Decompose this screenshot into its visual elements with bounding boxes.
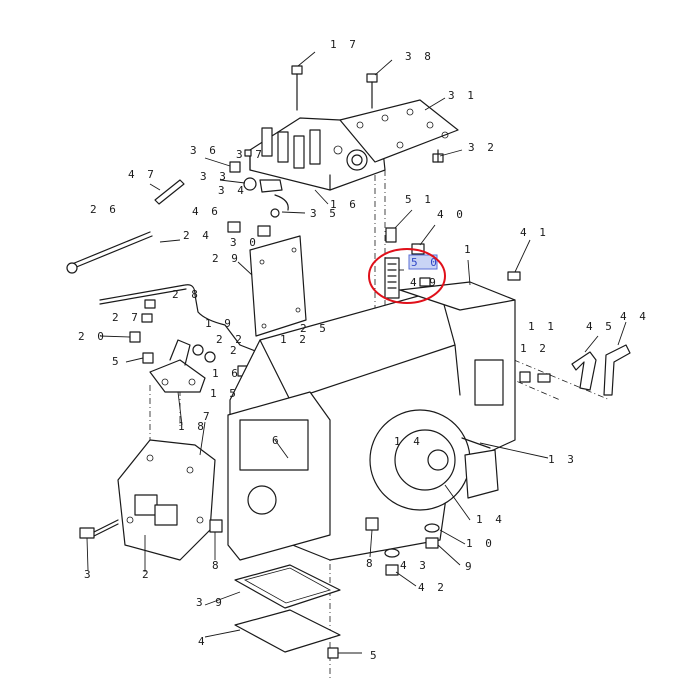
- callout-5b: 5: [370, 649, 380, 662]
- callout-34: 3 4: [218, 184, 247, 197]
- callout-33: 3 3: [200, 170, 229, 183]
- callout-3: 3: [84, 568, 94, 581]
- pipe-fittings: [129, 299, 156, 343]
- callout-8b: 8: [366, 557, 376, 570]
- callout-27: 2 7: [112, 311, 141, 324]
- callout-14a: 1 4: [394, 435, 423, 448]
- drain-plug-parts: [384, 523, 440, 576]
- callout-16: 1 6: [330, 198, 359, 211]
- callout-31: 3 1: [448, 89, 477, 102]
- highlight-box-50: [408, 254, 438, 270]
- callout-13: 1 3: [548, 453, 577, 466]
- leader-lines: [86, 51, 627, 654]
- callout-50: 5 0: [411, 256, 440, 269]
- callout-29: 2 9: [212, 252, 241, 265]
- callout-23: 2: [230, 344, 240, 357]
- callout-5a: 5: [112, 355, 122, 368]
- end-cover: [117, 439, 216, 561]
- housing-bolts: [461, 271, 551, 449]
- callout-10: 1 0: [466, 537, 495, 550]
- callout-43: 4 3: [400, 559, 429, 572]
- callout-6: 6: [272, 434, 282, 447]
- small-fittings-upper: [229, 149, 289, 218]
- callout-20: 2 0: [78, 330, 107, 343]
- hydraulic-pipe: [99, 284, 259, 353]
- callout-28: 2 8: [172, 288, 201, 301]
- pin: [154, 179, 185, 205]
- callout-16b: 1 6: [212, 367, 241, 380]
- callout-8a: 8: [212, 559, 222, 572]
- callout-22: 2 2: [216, 333, 245, 346]
- highlight-ring: [368, 248, 446, 304]
- callout-26: 2 6: [90, 203, 119, 216]
- callout-46: 4 6: [192, 205, 221, 218]
- callout-25: 2 5: [300, 322, 329, 335]
- callout-1: 1: [464, 243, 474, 256]
- callout-17: 1 7: [330, 38, 359, 51]
- bottom-plates: [234, 564, 341, 659]
- callout-44: 4 4: [620, 310, 649, 323]
- callout-37: 3 7: [236, 148, 265, 161]
- elbow-fittings: [571, 344, 631, 396]
- callout-19: 1 9: [205, 317, 234, 330]
- callout-24: 2 4: [183, 229, 212, 242]
- callout-4: 4: [198, 635, 208, 648]
- callout-40: 4 0: [437, 208, 466, 221]
- mounting-bracket: [149, 339, 206, 393]
- transmission-housing: [227, 281, 516, 561]
- callout-2: 2: [142, 568, 152, 581]
- callout-30: 3 0: [230, 236, 259, 249]
- top-cover-plate: [339, 99, 459, 163]
- callout-labels: 1 7 3 8 3 1 3 2 3 6 3 7 3 3 3 4 1 6 3 5 …: [78, 38, 649, 662]
- callout-36: 3 6: [190, 144, 219, 157]
- callout-42: 4 2: [418, 581, 447, 594]
- upper-right-parts: [384, 227, 431, 299]
- side-cover: [249, 235, 307, 337]
- callout-38: 3 8: [405, 50, 434, 63]
- callout-49: 4 9: [410, 276, 439, 289]
- callout-9: 9: [465, 560, 475, 573]
- callout-12a: 1 2: [280, 333, 309, 346]
- callout-14b: 1 4: [476, 513, 505, 526]
- long-bolt: [79, 519, 119, 539]
- cable: [66, 231, 153, 274]
- callout-15: 1 5: [210, 387, 239, 400]
- callout-32: 3 2: [468, 141, 497, 154]
- callout-51: 5 1: [405, 193, 434, 206]
- callout-41: 4 1: [520, 226, 549, 239]
- callout-7: 7: [203, 410, 213, 423]
- callout-12: 1 2: [520, 342, 549, 355]
- callout-47: 4 7: [128, 168, 157, 181]
- callout-11: 1 1: [528, 320, 557, 333]
- callout-35: 3 5: [310, 207, 339, 220]
- callout-39: 3 9: [196, 596, 225, 609]
- callout-18: 1 8: [178, 420, 207, 433]
- top-bolts: [291, 65, 444, 163]
- callout-45: 4 5: [586, 320, 615, 333]
- plugs-left: [227, 221, 271, 237]
